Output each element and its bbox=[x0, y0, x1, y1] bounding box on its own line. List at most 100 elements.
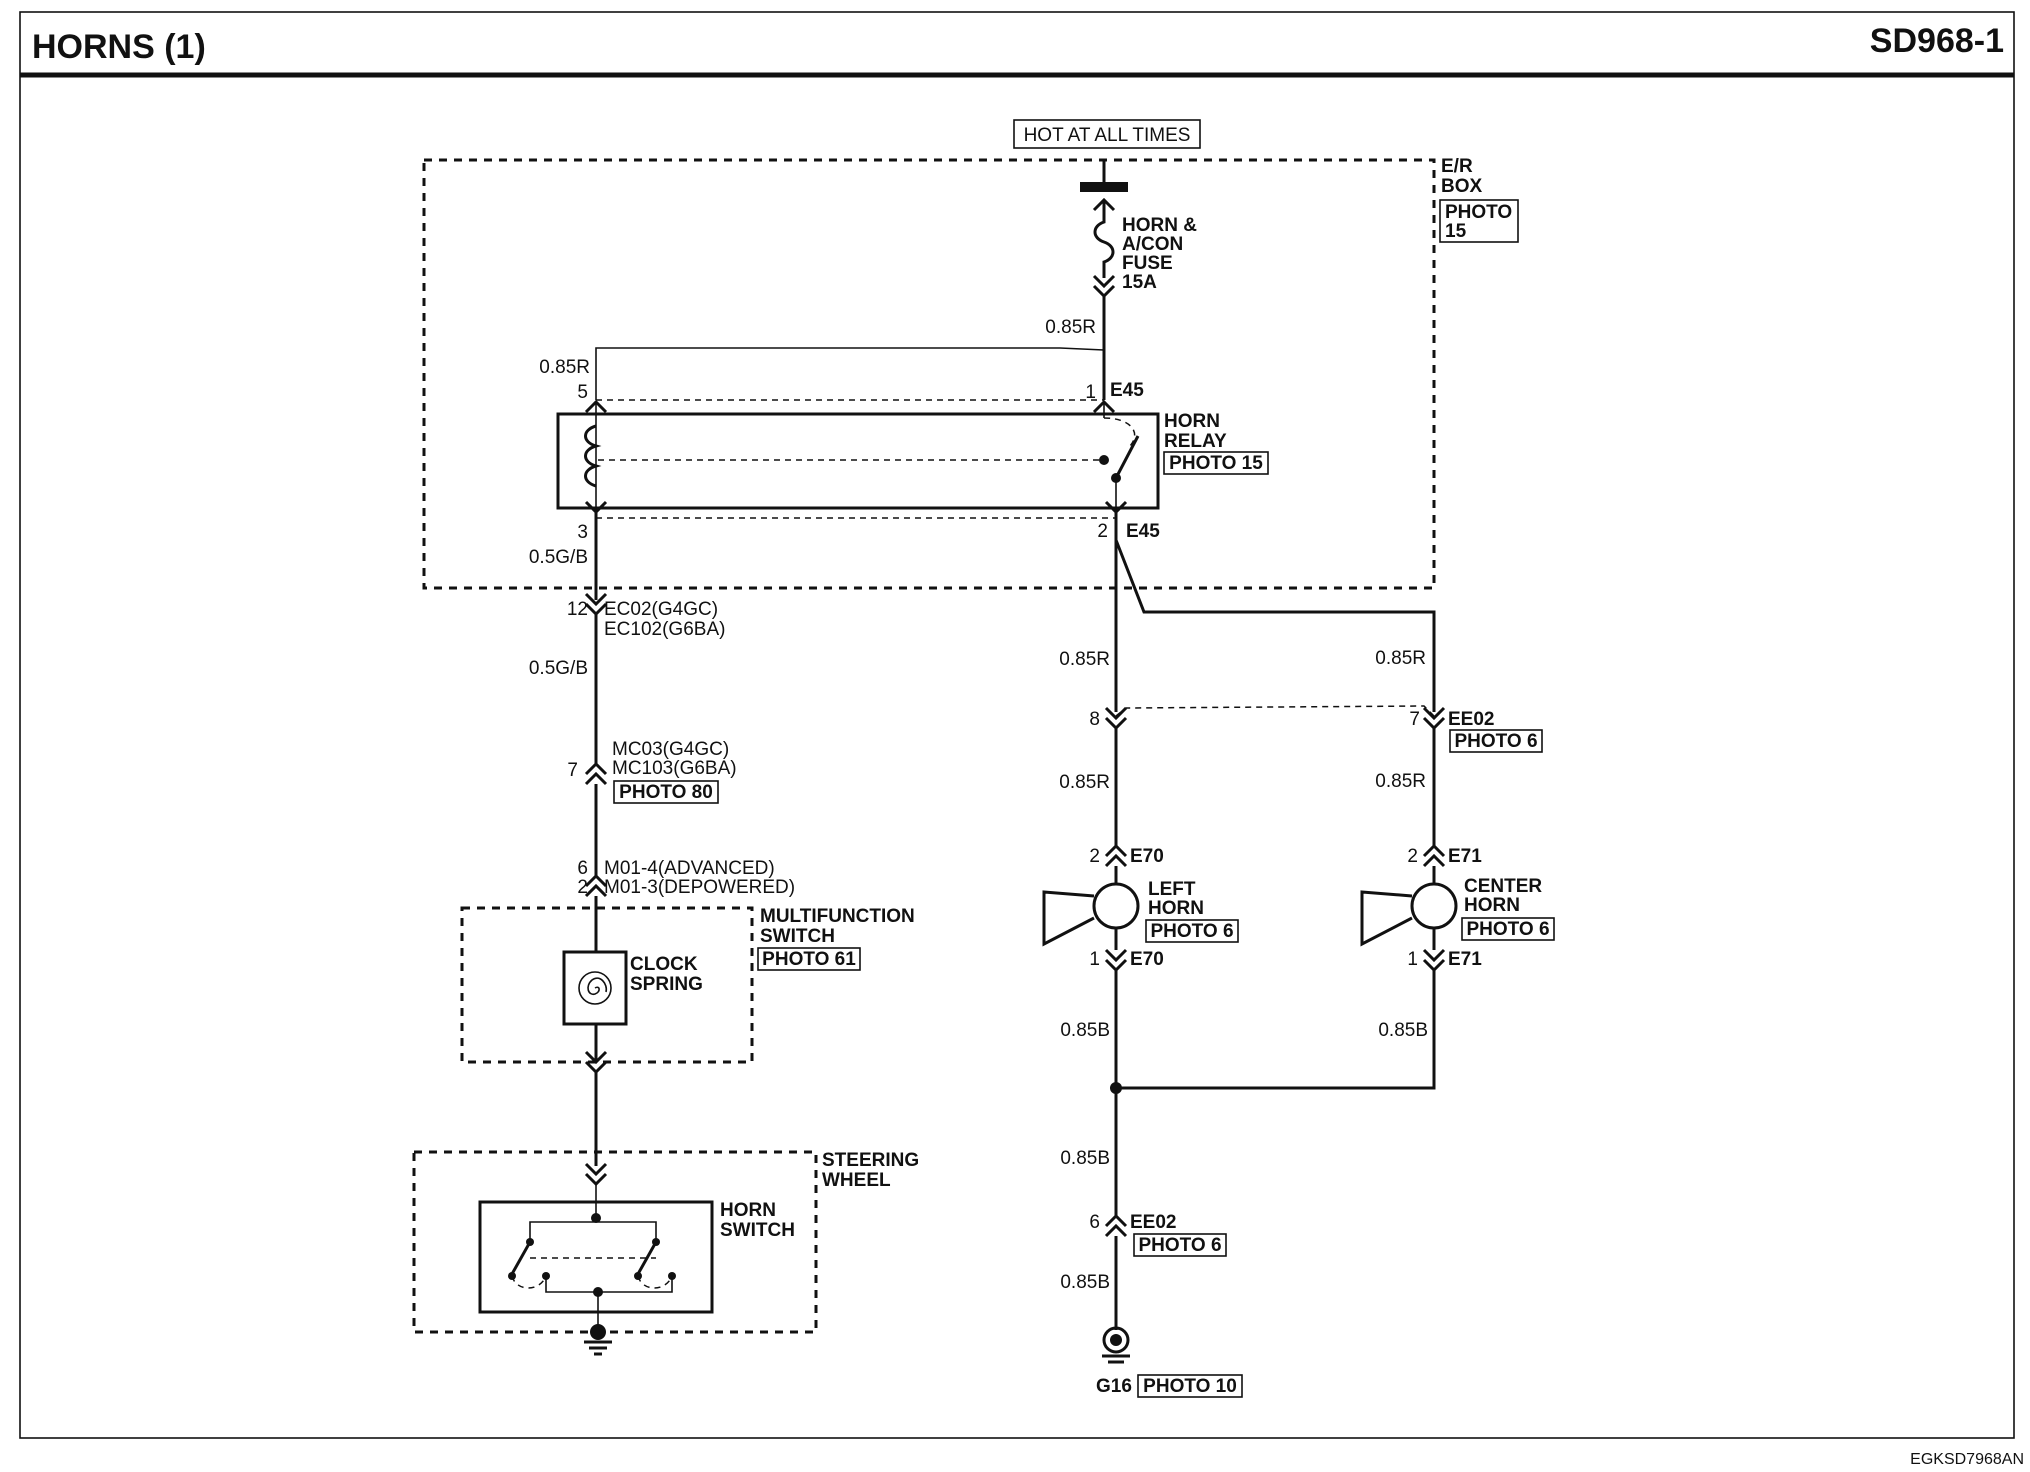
wire-relay-ee02-right bbox=[1114, 539, 1436, 712]
relay-switch-contact bbox=[1099, 455, 1109, 465]
ee02-top-pin-left: 8 bbox=[1089, 709, 1100, 730]
wire-label-085r-5: 0.85R bbox=[1059, 772, 1110, 793]
er-box-photo-tag bbox=[1439, 199, 1519, 243]
clock-spring-icon bbox=[578, 971, 612, 1005]
center-horn-bottom-arrow-a bbox=[1422, 948, 1446, 963]
ec02-arrow-a bbox=[584, 592, 608, 607]
multifunction-label-2: SWITCH bbox=[760, 926, 835, 947]
ee02-bottom-label: EE02 bbox=[1130, 1212, 1176, 1233]
steering-ground-stud bbox=[590, 1324, 606, 1340]
multifunction-photo-tag bbox=[757, 947, 861, 971]
center-horn-label-2: HORN bbox=[1464, 895, 1520, 916]
left-horn-label-2: HORN bbox=[1148, 898, 1204, 919]
wire-label-085b-2: 0.85B bbox=[1378, 1020, 1428, 1041]
mc03-photo: PHOTO 80 bbox=[619, 782, 713, 803]
center-horn-pin-top: 2 bbox=[1407, 846, 1418, 867]
er-box-photo-2: 15 bbox=[1445, 221, 1467, 242]
ee02-bottom-pin: 6 bbox=[1089, 1212, 1100, 1233]
er-box-photo-1: PHOTO bbox=[1445, 202, 1512, 223]
wire-center-horn-ground bbox=[1116, 970, 1436, 1090]
left-horn-connector-top: E70 bbox=[1130, 846, 1164, 867]
center-horn-photo: PHOTO 6 bbox=[1466, 919, 1549, 940]
mc03-photo-tag bbox=[613, 780, 719, 804]
ee02-top-photo: PHOTO 6 bbox=[1454, 731, 1537, 752]
wire-label-05gb-2: 0.5G/B bbox=[529, 658, 588, 679]
ee02-bottom-arrow-b bbox=[1104, 1223, 1128, 1238]
left-horn-top-arrow-a bbox=[1104, 843, 1128, 858]
horn-switch-arc-right bbox=[637, 1275, 673, 1289]
wire-label-085r-4: 0.85R bbox=[1375, 648, 1426, 669]
clock-out-arrow-a bbox=[584, 1050, 608, 1065]
g16-photo-tag bbox=[1137, 1374, 1243, 1398]
wire-label-085r-2: 0.85R bbox=[539, 357, 590, 378]
horn-relay-body bbox=[556, 412, 1160, 510]
clock-spring-spiral bbox=[587, 977, 608, 996]
center-horn-top-arrow-b bbox=[1422, 853, 1446, 868]
center-horn-icon bbox=[1410, 882, 1458, 930]
fuse-label-3: FUSE bbox=[1122, 253, 1173, 274]
m01-pin-advanced: 6 bbox=[577, 858, 588, 879]
center-horn-label-1: CENTER bbox=[1464, 876, 1542, 897]
horn-switch-node-top bbox=[591, 1213, 601, 1223]
steering-wheel-outline bbox=[412, 1150, 818, 1334]
ground-splice bbox=[1110, 1082, 1122, 1094]
g16-photo: PHOTO 10 bbox=[1143, 1376, 1237, 1397]
center-horn-connector-bottom: E71 bbox=[1448, 949, 1482, 970]
ee02-top-pin-right: 7 bbox=[1409, 709, 1420, 730]
relay-pin-2: 2 bbox=[1097, 521, 1108, 542]
horn-switch-top-bus bbox=[529, 1221, 657, 1240]
clock-spring-label-2: SPRING bbox=[630, 974, 703, 995]
horn-switch-bottom-bus bbox=[545, 1276, 673, 1293]
steering-arrow-a bbox=[584, 1162, 608, 1177]
relay-connector-bottom-label: E45 bbox=[1126, 521, 1160, 542]
ee02-bottom-photo-tag bbox=[1133, 1233, 1227, 1257]
steering-label-1: STEERING bbox=[822, 1150, 919, 1171]
mc03-arrow-a bbox=[584, 761, 608, 776]
horn-switch-arc-left bbox=[511, 1275, 547, 1289]
horn-relay-label-1: HORN bbox=[1164, 411, 1220, 432]
multifunction-switch-outline bbox=[460, 906, 754, 1064]
ee02-bottom-photo: PHOTO 6 bbox=[1138, 1235, 1221, 1256]
steering-label-2: WHEEL bbox=[822, 1170, 891, 1191]
ee02-top-photo-tag bbox=[1449, 729, 1543, 753]
center-horn-pin-bottom: 1 bbox=[1407, 949, 1418, 970]
horn-switch-blade-right bbox=[636, 1241, 658, 1275]
footer-code: EGKSD7968AN bbox=[1910, 1451, 2024, 1468]
mc03-label-2: MC103(G6BA) bbox=[612, 758, 737, 779]
left-horn-connector-bottom: E70 bbox=[1130, 949, 1164, 970]
relay-switch-dashed bbox=[1103, 417, 1136, 447]
horn-switch-blade-left bbox=[510, 1241, 532, 1275]
clock-spring-label-1: CLOCK bbox=[630, 954, 698, 975]
wire-label-085b-1: 0.85B bbox=[1060, 1020, 1110, 1041]
wire-label-05gb-1: 0.5G/B bbox=[529, 547, 588, 568]
mc03-arrow-b bbox=[584, 771, 608, 786]
horn-relay-photo-tag bbox=[1163, 451, 1269, 475]
fuse-label-4: 15A bbox=[1122, 272, 1157, 293]
ee02-bottom-arrow-a bbox=[1104, 1213, 1128, 1228]
left-horn-photo-tag bbox=[1145, 919, 1239, 943]
ec02-pin: 12 bbox=[567, 599, 588, 620]
multifunction-photo: PHOTO 61 bbox=[762, 949, 856, 970]
diagram-code: SD968-1 bbox=[1870, 22, 2004, 60]
m01-arrow-b bbox=[584, 883, 608, 898]
ec02-label-2: EC102(G6BA) bbox=[604, 619, 725, 640]
left-horn-pin-bottom: 1 bbox=[1089, 949, 1100, 970]
horn-switch-label-1: HORN bbox=[720, 1200, 776, 1221]
fuse-label-1: HORN & bbox=[1122, 215, 1197, 236]
left-horn-bottom-arrow-a bbox=[1104, 948, 1128, 963]
relay-pin-1: 1 bbox=[1085, 382, 1096, 403]
ec02-label-1: EC02(G4GC) bbox=[604, 599, 718, 620]
power-source-box bbox=[1013, 119, 1201, 149]
wire-label-085r-1: 0.85R bbox=[1045, 317, 1096, 338]
wire-label-085b-4: 0.85B bbox=[1060, 1272, 1110, 1293]
m01-label-2: M01-3(DEPOWERED) bbox=[604, 877, 795, 898]
left-horn-bell bbox=[1042, 890, 1095, 947]
er-box-outline bbox=[422, 158, 1436, 590]
left-horn-icon bbox=[1092, 882, 1140, 930]
center-horn-photo-tag bbox=[1461, 917, 1555, 941]
wire-label-085b-3: 0.85B bbox=[1060, 1148, 1110, 1169]
m01-pin-depowered: 2 bbox=[577, 877, 588, 898]
relay-switch-blade bbox=[1114, 435, 1140, 479]
power-source-label: HOT AT ALL TIMES bbox=[1024, 125, 1191, 146]
